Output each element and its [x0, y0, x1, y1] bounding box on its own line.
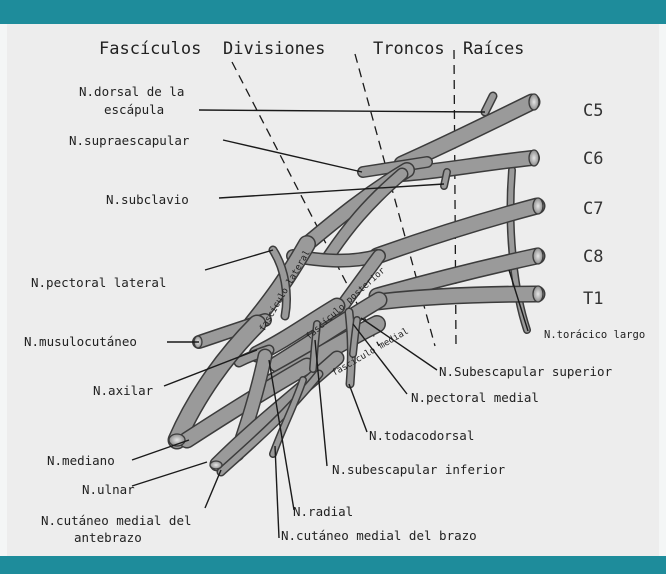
root-label-c6: C6 [583, 149, 603, 169]
leader-mediano [132, 440, 189, 460]
top-frame-bar [0, 0, 666, 24]
bottom-frame-bar [0, 556, 666, 574]
leader-pectoral-lateral [205, 250, 273, 270]
brachial-plexus-diagram: fascículo lateral fascículo posterior fa… [7, 24, 659, 556]
leader-todacodorsal [349, 384, 367, 432]
cap-c8 [533, 248, 543, 264]
label-todacodorsal: N.todacodorsal [369, 428, 474, 443]
label-dorsal-escapula-line2: escápula [104, 102, 164, 117]
label-cutaneo-brazo: N.cutáneo medial del brazo [281, 528, 477, 543]
label-subescapular-inferior: N.subescapular inferior [332, 462, 506, 477]
label-mediano: N.mediano [47, 453, 115, 468]
cap-c6 [529, 150, 539, 166]
leader-supraescapular [223, 140, 362, 172]
leader-dorsal-escapula [199, 110, 485, 112]
leader-cutaneo-brazo [275, 446, 279, 538]
label-pectoral-medial: N.pectoral medial [411, 390, 539, 405]
diagram-board: fascículo lateral fascículo posterior fa… [7, 24, 659, 556]
header-raices: Raíces [463, 39, 524, 59]
leader-cutaneo-antebrazo [205, 470, 221, 508]
nerve-subclavio [444, 172, 447, 186]
trunk-t1 [377, 294, 537, 302]
label-radial: N.radial [293, 504, 353, 519]
label-pectoral-lateral: N.pectoral lateral [31, 275, 166, 290]
nerve-paths [177, 96, 537, 472]
label-axilar: N.axilar [93, 383, 154, 398]
nerve-toracico-largo [510, 170, 527, 330]
root-label-t1: T1 [583, 289, 603, 309]
root-label-c5: C5 [583, 101, 603, 121]
cap-c5 [529, 94, 539, 110]
root-label-c8: C8 [583, 247, 603, 267]
root-label-c7: C7 [583, 199, 603, 219]
label-cutaneo-antebrazo-line1: N.cutáneo medial del [41, 513, 192, 528]
label-subescapular-superior: N.Subescapular superior [439, 364, 613, 379]
label-subclavio: N.subclavio [106, 192, 189, 207]
label-dorsal-escapula-line1: N.dorsal de la [79, 84, 184, 99]
cap-c7 [533, 198, 543, 214]
cap-t1 [533, 286, 543, 302]
leader-ulnar [132, 462, 207, 486]
label-supraescapular: N.supraescapular [69, 133, 190, 148]
label-toracico-largo: N.torácico largo [544, 329, 645, 341]
header-troncos: Troncos [373, 39, 445, 59]
header-divisiones: Divisiones [223, 39, 325, 59]
leader-subescapular-superior [361, 318, 437, 370]
label-cutaneo-antebrazo-line2: antebrazo [74, 530, 142, 545]
label-musulocutaneo: N.musulocutáneo [24, 334, 137, 349]
leader-subclavio [219, 184, 444, 198]
cap-ulnar [210, 461, 222, 469]
label-ulnar: N.ulnar [82, 482, 135, 497]
header-fasciculos: Fascículos [99, 39, 201, 59]
nerve-dorsal-escapula [485, 96, 493, 112]
